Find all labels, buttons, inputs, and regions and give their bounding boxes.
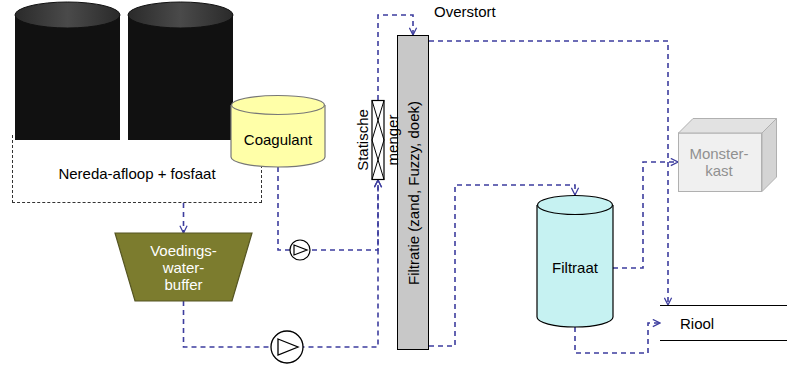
node-outline — [537, 195, 613, 327]
pump-symbol — [271, 331, 303, 363]
filtrate-tank: Filtraat — [537, 195, 613, 327]
flow-arrow — [575, 323, 660, 353]
edge-label: Overstort — [432, 3, 498, 20]
node-label: Monster- kast — [684, 145, 754, 179]
node-label: Filtraat — [552, 259, 598, 276]
flow-arrow — [184, 180, 379, 347]
flow-arrow — [429, 185, 575, 346]
filter-column: Filtratie (zand, Fuzzy, doek) — [397, 35, 429, 350]
node-outline — [231, 95, 325, 167]
node-label: Filtratie (zand, Fuzzy, doek) — [405, 101, 422, 285]
flow-arrow — [278, 167, 378, 250]
node-label: Riool — [680, 315, 714, 332]
reactor-tank — [128, 2, 233, 140]
buffer-tank: Voedings- water- buffer — [115, 233, 252, 301]
sample-cabinet: Monster- kast — [678, 118, 777, 192]
node-outline — [340, 100, 416, 180]
node-label: Coagulant — [244, 131, 312, 148]
flow-arrow — [613, 162, 678, 268]
node-label: Statische menger — [348, 102, 408, 178]
node-outline — [678, 118, 777, 192]
flow-arrow — [183, 203, 185, 233]
dosing-tank: Coagulant — [231, 95, 325, 167]
input-source-box: Nereda-afloop + fosfaat — [12, 135, 262, 203]
static-mixer: Statische menger — [340, 100, 416, 180]
pump-symbol — [290, 240, 310, 260]
flow-arrow — [429, 41, 668, 305]
node-outline — [115, 233, 252, 301]
reactor-tank — [15, 2, 120, 140]
flow-arrow — [378, 15, 413, 100]
node-label: Voedings- water- buffer — [144, 242, 224, 293]
sewer-pipe: Riool — [660, 305, 787, 341]
node-label: Nereda-afloop + fosfaat — [58, 165, 215, 182]
